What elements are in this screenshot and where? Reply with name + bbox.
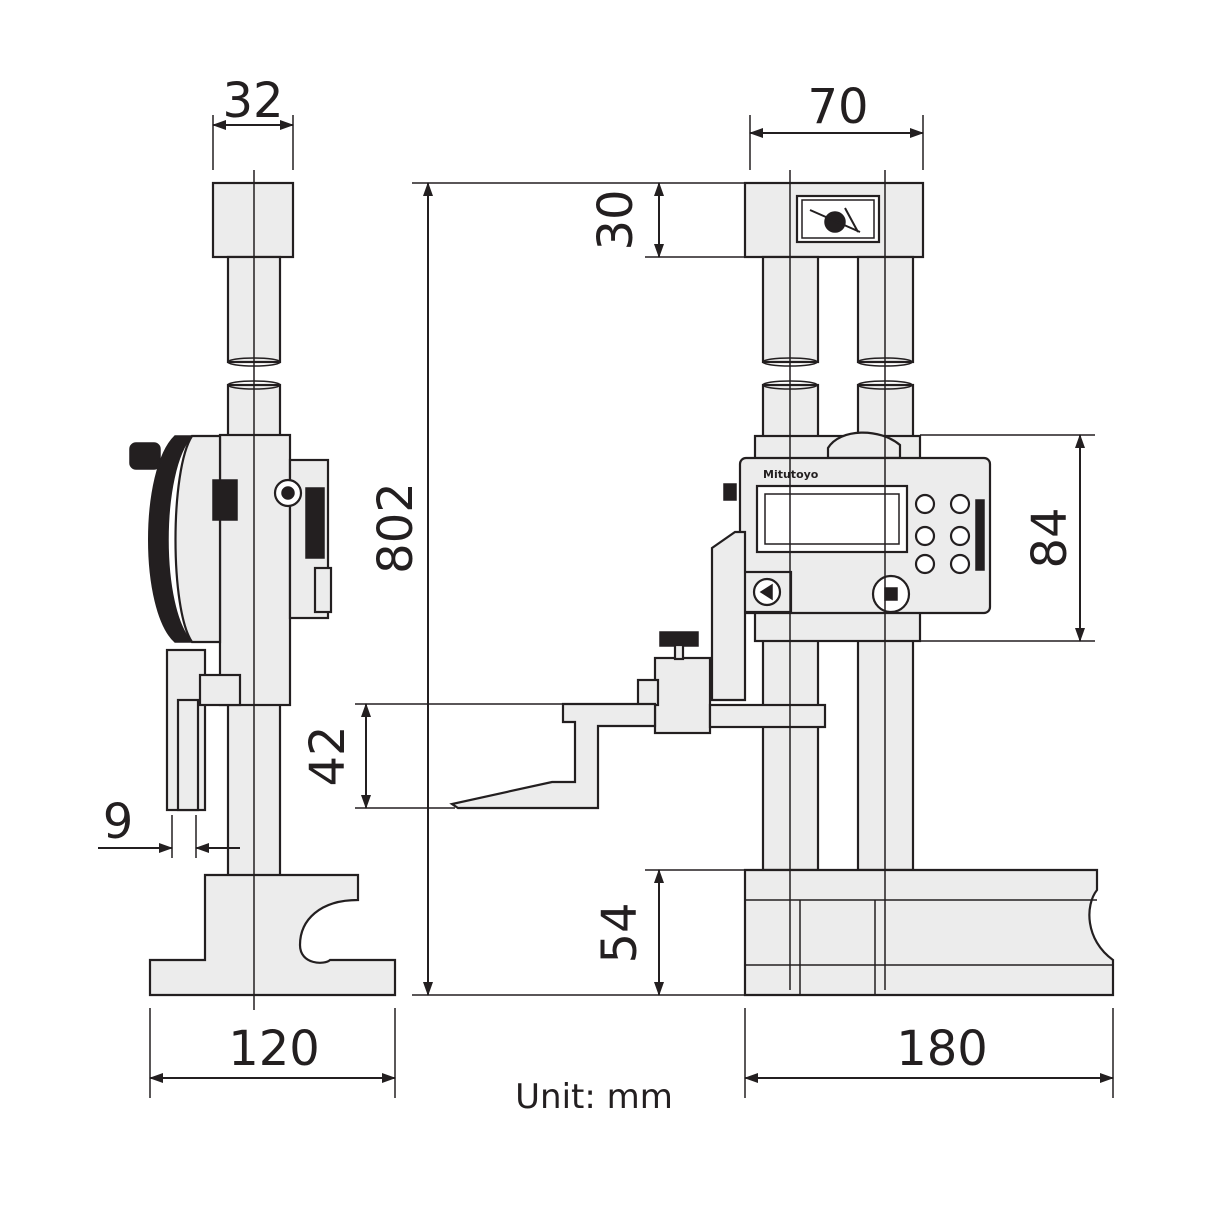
dim-front-70: 70	[749, 79, 924, 170]
dim-32-label: 32	[222, 73, 283, 129]
dim-120-label: 120	[228, 1021, 320, 1077]
dim-42-label: 42	[300, 725, 356, 786]
display-button[interactable]	[949, 493, 971, 515]
display-button[interactable]	[949, 525, 971, 547]
dim-9-label: 9	[103, 794, 134, 850]
brand-logo: Mitutoyo	[763, 468, 819, 481]
dim-54-label: 54	[592, 902, 648, 963]
side-slider-body	[218, 433, 292, 707]
dim-side-9: 9	[98, 794, 240, 858]
scriber	[449, 702, 657, 810]
dim-front-42: 42	[300, 703, 563, 809]
front-base	[743, 868, 1115, 997]
scriber-arm	[710, 530, 747, 702]
display-button[interactable]	[914, 525, 936, 547]
lcd-screen	[755, 484, 909, 554]
front-view: Mitutoyo	[449, 170, 1115, 997]
unit-label: Unit: mm	[515, 1077, 673, 1117]
display-button[interactable]	[914, 493, 936, 515]
square-stop-icon	[884, 587, 898, 601]
display-button[interactable]	[914, 553, 936, 575]
dim-30-label: 30	[588, 189, 644, 250]
dim-side-32: 32	[212, 73, 294, 170]
display-buttons	[914, 493, 971, 575]
dim-180-label: 180	[896, 1021, 988, 1077]
dim-802-label: 802	[368, 482, 424, 574]
dim-front-84: 84	[920, 434, 1095, 642]
dim-70-label: 70	[807, 79, 868, 135]
side-fine-adjust-knob	[129, 442, 161, 470]
dim-side-120: 120	[149, 1008, 396, 1098]
dim-front-30: 30	[588, 182, 745, 258]
side-base	[148, 873, 397, 997]
dim-overall-802: 802	[368, 182, 745, 996]
dim-84-label: 84	[1022, 507, 1078, 568]
dim-front-180: 180	[744, 1008, 1114, 1098]
side-top-cap	[211, 181, 295, 259]
display-button[interactable]	[949, 553, 971, 575]
side-view	[129, 170, 397, 1010]
scriber-holder	[653, 656, 712, 735]
dim-front-54: 54	[592, 869, 745, 996]
